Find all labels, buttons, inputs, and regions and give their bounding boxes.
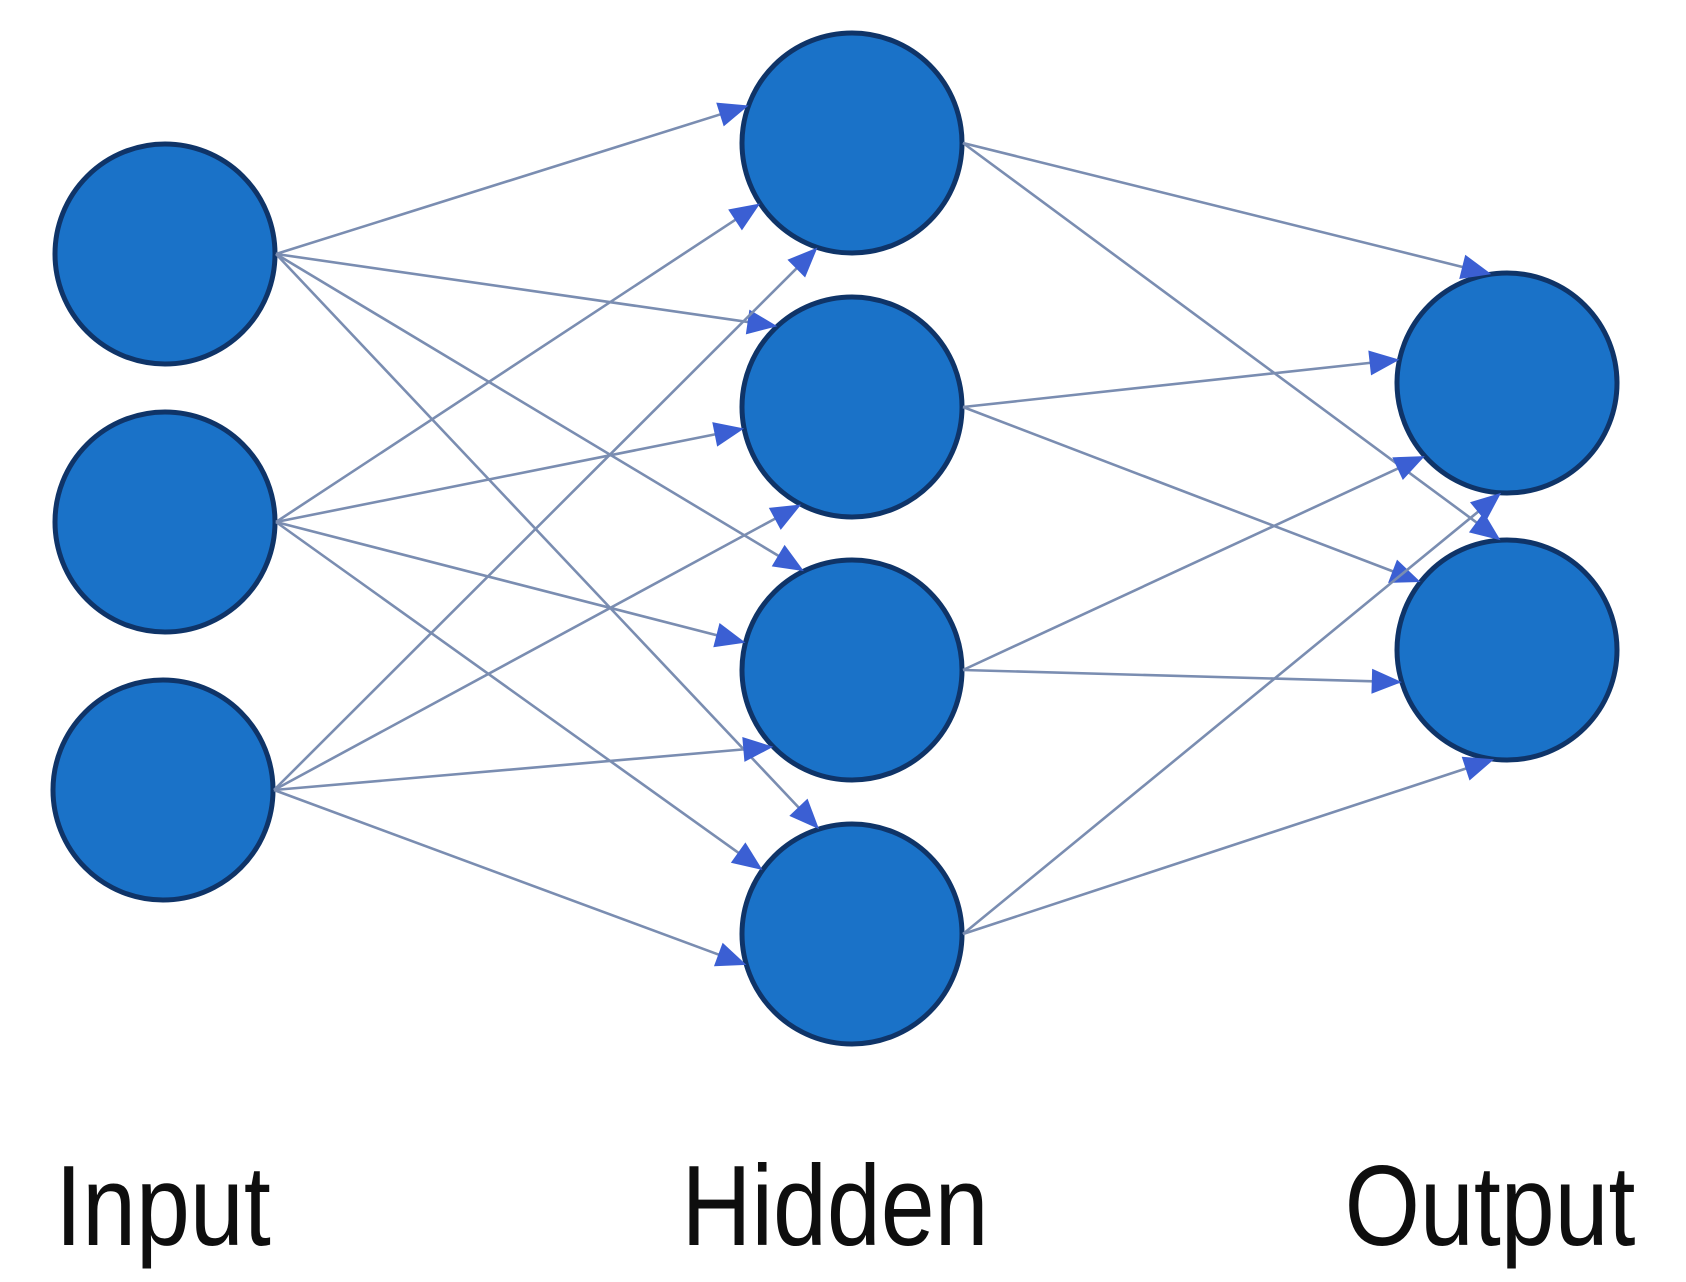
arrowhead-icon — [771, 544, 804, 572]
edge-i3-h3 — [273, 736, 774, 792]
edge-line — [273, 747, 750, 792]
arrowhead-icon — [745, 309, 778, 335]
edge-line — [275, 111, 727, 256]
arrowhead-icon — [713, 623, 746, 648]
edge-i1-h1 — [275, 102, 749, 256]
arrowhead-icon — [742, 736, 774, 762]
edge-i3-h4 — [273, 788, 747, 967]
output-node-1 — [1394, 270, 1620, 496]
edge-i2-h1 — [275, 203, 761, 524]
edge-i1-h4 — [275, 253, 820, 830]
edge-line — [962, 360, 1376, 409]
arrowhead-icon — [768, 504, 802, 530]
arrowhead-icon — [730, 842, 763, 871]
edge-line — [962, 765, 1472, 936]
edge-h4-o2 — [962, 756, 1495, 936]
edge-line — [273, 263, 802, 791]
edge-line — [273, 788, 725, 958]
edge-line — [275, 252, 754, 325]
arrowhead-icon — [787, 247, 818, 278]
edge-i2-h3 — [275, 520, 746, 648]
edge-h3-o2 — [962, 668, 1402, 694]
input-node-3 — [50, 677, 276, 903]
arrowhead-icon — [1368, 350, 1400, 376]
arrowhead-icon — [1469, 492, 1502, 522]
edge-line — [962, 141, 1469, 270]
edge-line — [962, 668, 1378, 683]
arrowhead-icon — [1459, 254, 1492, 280]
layer-label-output: Output — [1345, 1143, 1636, 1270]
edge-line — [962, 507, 1484, 936]
edge-i2-h2 — [275, 422, 745, 524]
edge-h2-o2 — [962, 405, 1421, 583]
edge-line — [275, 431, 721, 524]
arrowhead-icon — [1468, 512, 1501, 541]
edge-i3-h1 — [273, 247, 818, 791]
edge-line — [275, 520, 723, 638]
hidden-node-2 — [739, 294, 965, 520]
network-graph — [50, 30, 1620, 1047]
edge-h3-o1 — [962, 456, 1425, 672]
layer-label-hidden: Hidden — [681, 1143, 988, 1270]
edge-h4-o1 — [962, 492, 1502, 936]
arrowhead-icon — [716, 102, 749, 127]
edge-i3-h2 — [273, 504, 802, 792]
hidden-node-1 — [739, 30, 965, 256]
arrowhead-icon — [1371, 668, 1402, 694]
arrowhead-icon — [712, 422, 745, 447]
arrowhead-icon — [713, 942, 747, 967]
input-node-1 — [52, 141, 278, 367]
arrowhead-icon — [1461, 756, 1495, 781]
edge-line — [273, 514, 781, 792]
input-node-2 — [52, 409, 278, 635]
edge-line — [275, 252, 784, 560]
hidden-node-3 — [739, 557, 965, 783]
edge-line — [962, 464, 1404, 672]
edge-i2-h4 — [275, 520, 763, 871]
output-node-2 — [1394, 537, 1620, 763]
edge-i1-h3 — [275, 252, 804, 572]
edge-h2-o1 — [962, 350, 1400, 409]
layer-label-input: Input — [55, 1143, 270, 1270]
edge-line — [962, 405, 1399, 575]
edge-i1-h2 — [275, 252, 778, 335]
edge-line — [275, 520, 744, 858]
arrowhead-icon — [789, 798, 820, 830]
edge-h1-o1 — [962, 141, 1492, 280]
hidden-node-4 — [739, 821, 965, 1047]
edge-line — [275, 215, 741, 524]
arrowhead-icon — [1392, 456, 1425, 481]
arrowhead-icon — [728, 203, 761, 231]
edge-line — [275, 253, 804, 813]
